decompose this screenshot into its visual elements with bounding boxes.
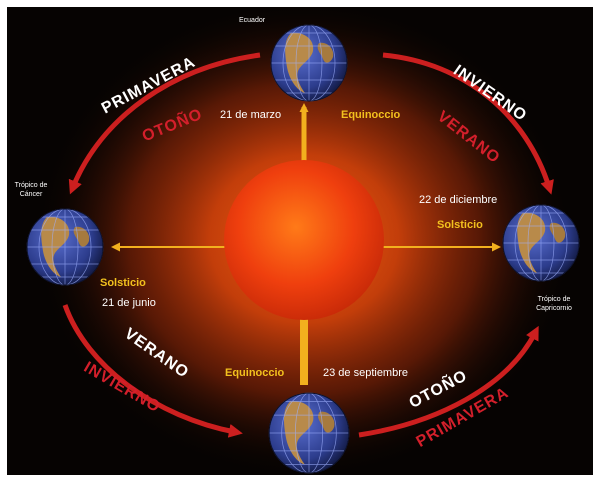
earth-left-globe — [26, 208, 104, 286]
earth-left-label: Trópico de Cáncer — [14, 182, 48, 198]
earth-bottom-globe — [268, 392, 350, 474]
earth-left-event: Solsticio — [100, 277, 146, 289]
earth-right-globe — [502, 204, 580, 282]
earth-right-event: Solsticio — [437, 219, 483, 231]
earth-top-globe — [270, 24, 348, 102]
earth-bottom-date: 23 de septiembre — [323, 367, 408, 379]
earth-right-date: 22 de diciembre — [419, 194, 498, 206]
sun — [224, 160, 384, 320]
orbit-arrow-top-right — [382, 52, 554, 195]
earth-top-date: 21 de marzo — [220, 109, 282, 121]
orbit-arrow-bottom-right — [358, 325, 539, 438]
orbit-arrow-top-left — [68, 52, 261, 195]
earth-left-date: 21 de junio — [102, 297, 156, 309]
orbit-arrow-bottom-left — [62, 304, 243, 438]
sun-rays — [111, 103, 501, 385]
orbit-graphics — [26, 7, 580, 475]
earth-right-label: Trópico de Capricornio — [536, 296, 572, 312]
earth-bottom-event: Equinoccio — [225, 367, 285, 379]
earth-top-event: Equinoccio — [341, 109, 401, 121]
orbit-arrows — [62, 52, 554, 438]
earth-top-label: Ecuador — [239, 17, 266, 24]
orbit-diagram: Ecuador 21 de marzo Equinoccio Trópico d… — [7, 7, 593, 475]
